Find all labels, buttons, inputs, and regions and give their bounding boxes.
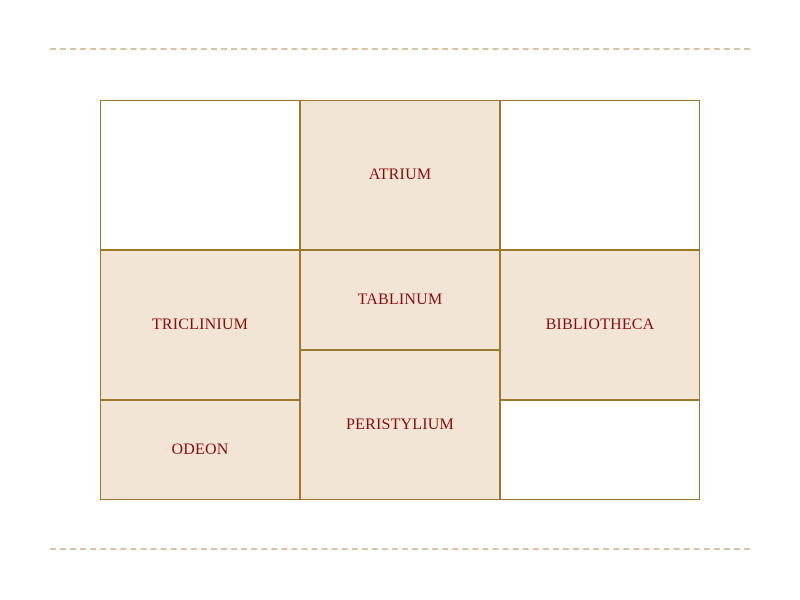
room-label-atrium: ATRIUM bbox=[368, 166, 432, 183]
bottom-dashed-divider bbox=[50, 548, 750, 550]
room-bibliotheca: BIBLIOTHECA bbox=[500, 250, 700, 400]
floor-plan: ATRIUM TRICLINIUM TABLINUM BIBLIOTHECA O… bbox=[100, 100, 700, 500]
room-label-peristylium: PERISTYLIUM bbox=[346, 416, 454, 433]
room-label-tablinum: TABLINUM bbox=[357, 291, 443, 308]
room-label-triclinium: TRICLINIUM bbox=[151, 316, 249, 333]
top-dashed-divider bbox=[50, 48, 750, 50]
room-atrium: ATRIUM bbox=[300, 100, 500, 250]
room-label-odeon: ODEON bbox=[171, 441, 229, 458]
room-label-bibliotheca: BIBLIOTHECA bbox=[545, 316, 655, 333]
empty-cell-bottom-right bbox=[500, 400, 700, 500]
empty-cell-top-left bbox=[100, 100, 300, 250]
room-odeon: ODEON bbox=[100, 400, 300, 500]
room-tablinum: TABLINUM bbox=[300, 250, 500, 350]
empty-cell-top-right bbox=[500, 100, 700, 250]
room-peristylium: PERISTYLIUM bbox=[300, 350, 500, 500]
room-triclinium: TRICLINIUM bbox=[100, 250, 300, 400]
